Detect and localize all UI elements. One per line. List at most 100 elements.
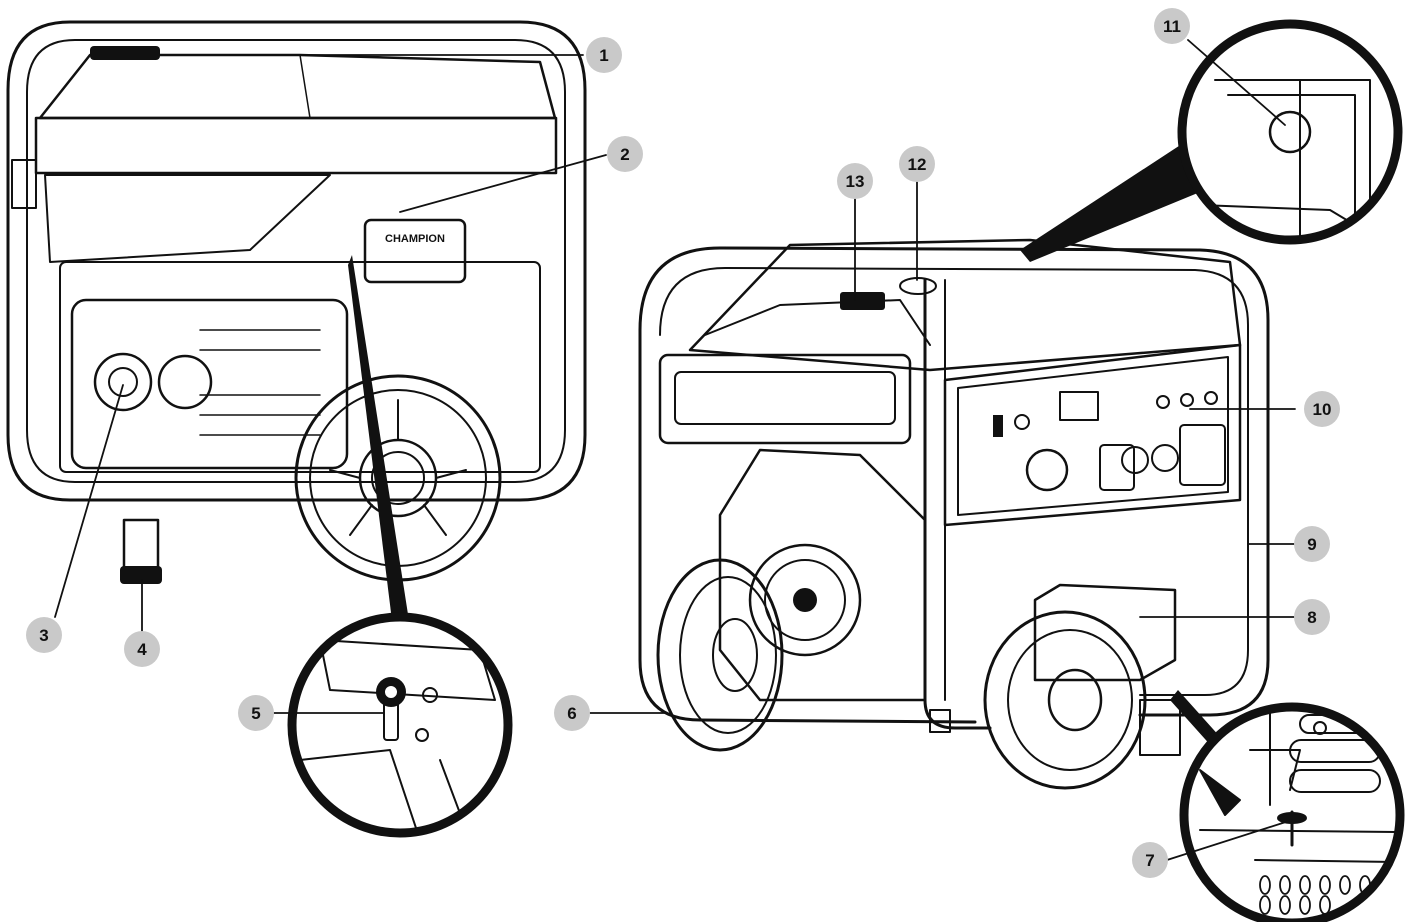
callout-label-3: 3 — [39, 626, 48, 645]
right-leg — [1139, 699, 1181, 756]
leader-3 — [54, 384, 124, 618]
left-wheel — [656, 558, 784, 752]
callout-12: 12 — [899, 146, 935, 182]
cooling-fan-grille — [764, 559, 846, 641]
callout-10: 10 — [1304, 391, 1340, 427]
callout-6: 6 — [554, 695, 590, 731]
fan-hub — [793, 588, 817, 612]
callout-circle-2 — [607, 136, 643, 172]
callout-circle-13 — [837, 163, 873, 199]
ignition-switch — [993, 415, 1003, 437]
callout-label-9: 9 — [1307, 535, 1316, 554]
side-frame-inner — [26, 39, 566, 483]
control-panel-inner — [957, 356, 1229, 516]
rubber-foot-post — [122, 518, 160, 570]
dipstick-pointer — [348, 255, 412, 645]
callout-label-2: 2 — [620, 145, 629, 164]
wingnut-detail — [1170, 690, 1405, 922]
air-cleaner — [363, 218, 467, 284]
battery-box — [1033, 583, 1177, 682]
muffler-cover — [70, 298, 349, 470]
callout-label-6: 6 — [567, 704, 576, 723]
leader-2 — [399, 154, 607, 213]
side-frame-outer — [6, 20, 587, 502]
callout-4: 4 — [124, 631, 160, 667]
callout-circle-1 — [586, 37, 622, 73]
callout-1: 1 — [586, 37, 622, 73]
engine-brand-label: CHAMPION — [385, 233, 445, 245]
rubber-foot — [120, 566, 162, 584]
tank-seam — [299, 54, 311, 119]
handle-grip — [674, 371, 896, 425]
callout-label-1: 1 — [599, 46, 608, 65]
dipstick-detail — [287, 255, 513, 838]
engine-body — [59, 261, 541, 473]
callout-label-13: 13 — [846, 172, 865, 191]
reset-button — [1014, 414, 1030, 430]
callout-7: 7 — [1132, 842, 1168, 878]
side-view: CHAMPION — [6, 20, 587, 584]
callout-label-12: 12 — [908, 155, 927, 174]
fuel-tank — [38, 53, 557, 120]
callout-circle-6 — [554, 695, 590, 731]
fuel-valve-center — [108, 367, 138, 397]
front-frame-left — [638, 328, 977, 724]
breakers — [1156, 391, 1218, 409]
callout-label-8: 8 — [1307, 608, 1316, 627]
callout-circle-9 — [1294, 526, 1330, 562]
leader-lines — [54, 39, 1296, 861]
fuel-tank-top — [688, 238, 1242, 372]
top-detail — [1020, 19, 1403, 262]
fuel-gauge — [899, 277, 937, 295]
top-detail-lens — [1177, 19, 1403, 245]
right-wheel — [983, 610, 1147, 790]
dipstick-lens — [287, 612, 513, 838]
side-wheel — [294, 374, 502, 582]
engine-switch-knob — [1025, 448, 1069, 492]
callout-label-11: 11 — [1163, 17, 1181, 36]
callout-label-4: 4 — [137, 640, 147, 659]
callout-circle-8 — [1294, 599, 1330, 635]
tank-panel — [704, 299, 931, 346]
callout-circle-12 — [899, 146, 935, 182]
callout-13: 13 — [837, 163, 873, 199]
muffler-vents — [199, 329, 321, 436]
callout-circle-11 — [1154, 8, 1190, 44]
main-frame — [638, 246, 1270, 717]
engine-cover — [718, 448, 927, 702]
outlets — [1099, 424, 1226, 491]
callout-circle-5 — [238, 695, 274, 731]
callout-circle-10 — [1304, 391, 1340, 427]
panel-bar — [34, 116, 558, 175]
handle-panel — [658, 353, 912, 445]
main-frame-inner — [659, 267, 1249, 696]
frame-bracket — [11, 159, 37, 209]
callout-label-5: 5 — [251, 704, 260, 723]
control-panel — [943, 343, 1242, 527]
leader-11 — [1187, 39, 1286, 126]
callout-2: 2 — [607, 136, 643, 172]
engine-shroud — [44, 174, 331, 263]
fuel-valve-knob — [93, 352, 153, 412]
callout-circle-3 — [26, 617, 62, 653]
callout-11: 11 — [1154, 8, 1190, 44]
callout-3: 3 — [26, 617, 62, 653]
fuel-cap-top — [840, 292, 885, 310]
callout-8: 8 — [1294, 599, 1330, 635]
fuel-cap — [90, 46, 160, 60]
center-leg — [929, 709, 951, 733]
meter-display — [1059, 391, 1099, 421]
callout-circle-4 — [124, 631, 160, 667]
leader-7 — [1166, 819, 1293, 861]
perspective-view — [638, 238, 1270, 790]
callout-circle-7 — [1132, 842, 1168, 878]
top-detail-pointer — [1020, 140, 1205, 262]
callout-5: 5 — [238, 695, 274, 731]
callout-9: 9 — [1294, 526, 1330, 562]
cooling-fan — [748, 543, 862, 657]
callout-label-7: 7 — [1145, 851, 1154, 870]
